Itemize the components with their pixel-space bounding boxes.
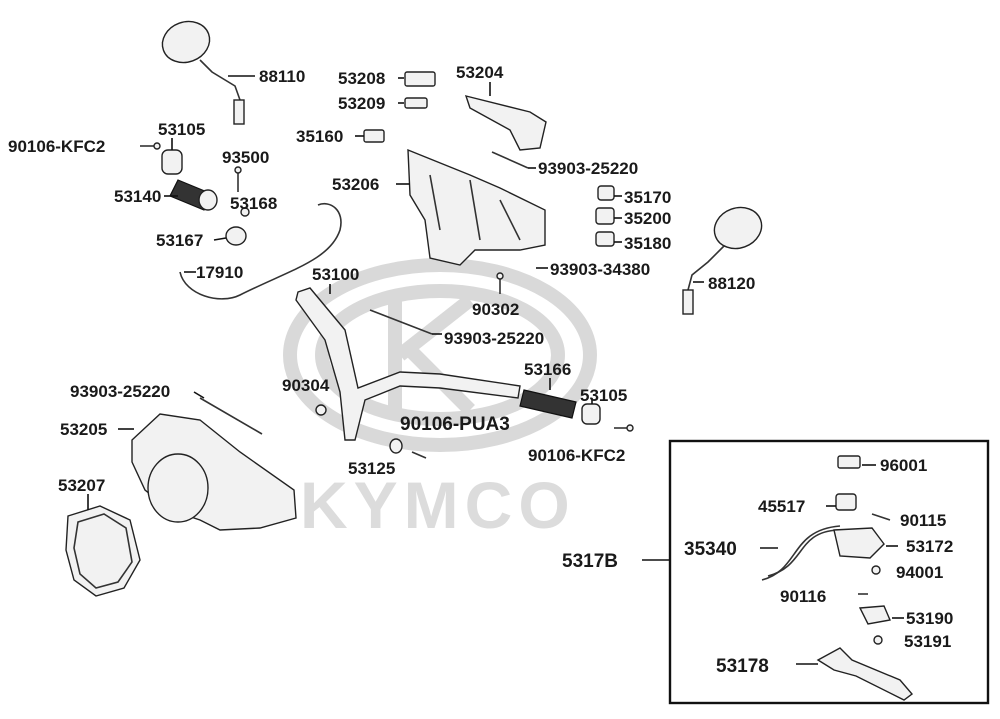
part-53105-top — [161, 149, 183, 175]
screw-93903-25220-a — [491, 151, 529, 169]
label-53190: 53190 — [906, 609, 953, 628]
label-90115: 90115 — [900, 511, 946, 530]
label-90116: 90116 — [780, 587, 826, 606]
label-17910: 17910 — [196, 263, 243, 282]
switch-35200 — [595, 207, 615, 225]
label-53100: 53100 — [312, 265, 359, 284]
label-88120: 88120 — [708, 274, 755, 293]
label-5317b: 5317B — [562, 551, 618, 572]
watermark-text: KYMCO — [300, 468, 576, 542]
bolt-90115 — [871, 513, 891, 521]
part-53209 — [404, 97, 428, 109]
part-53190 — [858, 605, 891, 625]
label-35170: 35170 — [624, 188, 671, 207]
label-53105-bot: 53105 — [580, 386, 627, 405]
label-53140: 53140 — [114, 187, 161, 206]
label-90106-pua3: 90106-PUA3 — [400, 414, 510, 435]
label-53166: 53166 — [524, 360, 571, 379]
part-53168 — [240, 207, 250, 217]
label-93903-34380: 93903-34380 — [550, 260, 650, 279]
label-53178: 53178 — [716, 656, 769, 677]
label-90106-kfc2-bot: 90106-KFC2 — [528, 446, 625, 465]
label-53125: 53125 — [348, 459, 395, 478]
label-90302: 90302 — [472, 300, 519, 319]
label-53172: 53172 — [906, 537, 953, 556]
washer-90304 — [315, 404, 327, 416]
label-93500: 93500 — [222, 148, 269, 167]
mirror-right-88120 — [682, 206, 763, 315]
bolt-96001 — [837, 455, 861, 469]
label-90106-kfc2-top: 90106-KFC2 — [8, 137, 105, 156]
front-cover-53205 — [131, 413, 297, 531]
label-45517: 45517 — [758, 497, 805, 516]
label-96001: 96001 — [880, 456, 927, 475]
label-35180: 35180 — [624, 234, 671, 253]
part-53208 — [404, 71, 436, 87]
grip-53140 — [169, 179, 218, 211]
part-53204 — [464, 95, 547, 151]
label-35340: 35340 — [684, 539, 737, 560]
assembly-box-5317b — [668, 439, 990, 705]
part-53167 — [225, 226, 247, 246]
label-53207: 53207 — [58, 476, 105, 495]
wire-35340 — [761, 525, 841, 581]
bolt-90106-kfc2-top — [140, 142, 161, 150]
part-53191 — [873, 635, 883, 645]
grip-53166 — [519, 389, 577, 419]
label-90304: 90304 — [282, 376, 330, 395]
nut-94001 — [871, 565, 881, 575]
part-45517 — [835, 493, 857, 511]
screw-93903-25220-c — [199, 397, 263, 435]
label-35160: 35160 — [296, 127, 343, 146]
part-53105-bot — [581, 403, 601, 425]
label-53204: 53204 — [456, 63, 504, 82]
label-53205: 53205 — [60, 420, 107, 439]
lever-holder-53172 — [833, 527, 885, 559]
lens-53207 — [65, 505, 141, 597]
brake-lever-53178 — [816, 647, 914, 701]
part-93500 — [234, 166, 242, 192]
label-53168: 53168 — [230, 194, 277, 213]
mirror-left-88110 — [161, 20, 245, 125]
label-88110: 88110 — [259, 67, 305, 86]
screw-93903-25220-b — [369, 309, 433, 335]
label-53167: 53167 — [156, 231, 203, 250]
housing-53206 — [407, 148, 546, 266]
cable-17910 — [179, 203, 342, 300]
label-35200: 35200 — [624, 209, 671, 228]
label-53105-top: 53105 — [158, 120, 205, 139]
label-93903-25220-b: 93903-25220 — [444, 329, 544, 348]
part-53125 — [389, 438, 403, 454]
label-93903-25220-c: 93903-25220 — [70, 382, 170, 401]
label-53209: 53209 — [338, 94, 385, 113]
label-94001: 94001 — [896, 563, 943, 582]
label-93903-25220-a: 93903-25220 — [538, 159, 638, 178]
handlebar-53100 — [295, 287, 521, 441]
switch-35170 — [597, 185, 615, 201]
label-53208: 53208 — [338, 69, 385, 88]
label-53191: 53191 — [904, 632, 951, 651]
bolt-90106-kfc2-bot — [614, 424, 634, 432]
bolt-90302 — [496, 272, 504, 294]
bolt-90106-pua3 — [411, 451, 427, 459]
label-53206: 53206 — [332, 175, 379, 194]
switch-35180 — [595, 231, 615, 247]
part-35160 — [363, 129, 385, 143]
